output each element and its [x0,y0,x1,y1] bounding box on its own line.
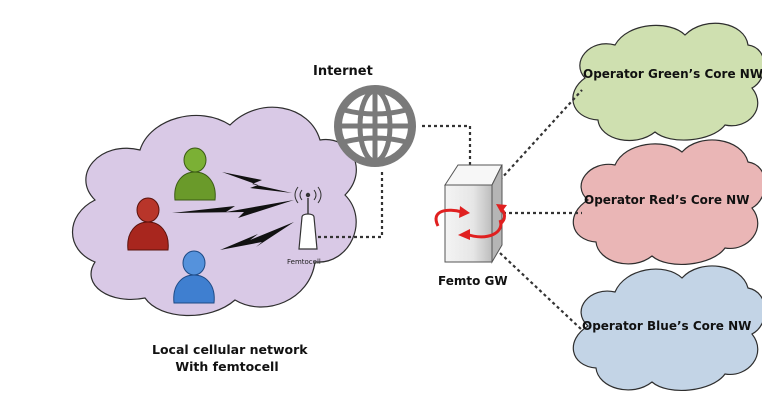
internet-to-gateway-link [422,124,472,168]
operator-red-cloud [572,139,762,266]
user-green-icon [174,147,216,201]
femtocell-label: Femtocell [287,258,321,266]
lightning-bolt-icon [222,172,292,193]
femto-gw-label: Femto GW [438,274,508,288]
operator-green-cloud [572,22,762,142]
local-network-label: Local cellular network With femtocell [152,341,308,375]
operator-blue-cloud [572,265,762,392]
lightning-bolt-icon [220,222,294,250]
user-blue-icon [173,250,215,304]
globe-icon [334,85,416,167]
gateway-to-green-link [499,89,583,181]
connection-lines [318,89,583,331]
rotating-arrows-icon [434,204,507,240]
operator-red-label: Operator Red’s Core NW [584,193,750,207]
user-red-icon [127,197,169,251]
femtocell-antenna-icon [294,186,322,250]
server-tower-icon [444,164,503,264]
gateway-to-blue-link [499,252,583,331]
local-network-label-line2: With femtocell [175,359,279,374]
local-network-label-line1: Local cellular network [152,342,308,357]
operator-blue-label: Operator Blue’s Core NW [582,319,752,333]
operator-green-label: Operator Green’s Core NW [583,67,762,81]
internet-label: Internet [313,64,373,79]
